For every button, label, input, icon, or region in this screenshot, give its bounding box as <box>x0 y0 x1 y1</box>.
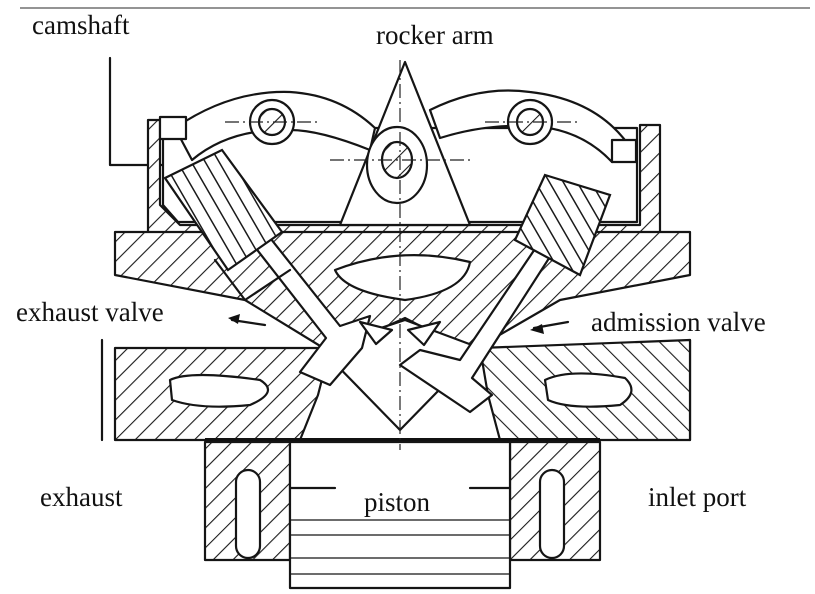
label-inlet-port: inlet port <box>648 482 747 512</box>
right-coolant-passage <box>538 468 566 560</box>
label-rocker-arm: rocker arm <box>376 20 494 50</box>
admission-valve-spring <box>513 173 612 277</box>
cylinder-block <box>203 440 602 562</box>
right-adjuster <box>610 138 638 164</box>
intake-flow-arrow <box>530 320 570 334</box>
label-admission-valve: admission valve <box>591 307 766 337</box>
label-exhaust: exhaust <box>40 482 123 512</box>
exhaust-water-jacket <box>168 373 270 408</box>
camshaft-lobe <box>365 125 429 205</box>
label-piston: piston <box>364 487 431 517</box>
left-coolant-passage <box>234 468 262 560</box>
port-blocks <box>113 338 692 442</box>
exhaust-valve-seat <box>358 320 394 346</box>
exhaust-valve <box>163 148 372 387</box>
inlet-water-jacket <box>543 372 633 408</box>
water-jacket-top <box>333 254 472 302</box>
label-exhaust-valve: exhaust valve <box>16 297 164 327</box>
exhaust-flow-arrow <box>228 314 267 327</box>
label-camshaft: camshaft <box>32 10 130 40</box>
piston <box>288 440 512 590</box>
admission-valve-seat <box>406 320 442 347</box>
exhaust-valve-spring <box>163 148 284 272</box>
left-adjuster <box>158 115 188 141</box>
admission-valve <box>398 173 612 414</box>
rocker-shafts <box>248 98 554 146</box>
